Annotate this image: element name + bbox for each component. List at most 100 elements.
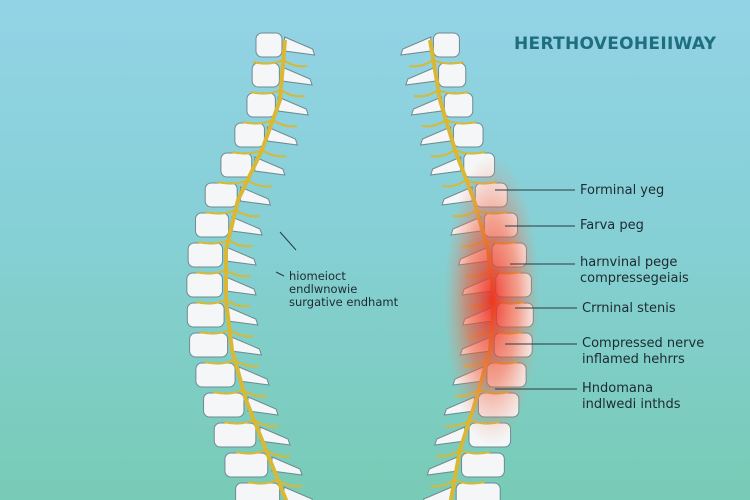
vertebra-body bbox=[194, 212, 230, 238]
nerve-root bbox=[435, 449, 461, 458]
nerve-root bbox=[250, 89, 282, 95]
nerve-root bbox=[454, 149, 486, 155]
nerve-root bbox=[235, 449, 267, 455]
nerve-root bbox=[198, 239, 229, 245]
spinous-process bbox=[422, 486, 453, 500]
nerve-root bbox=[205, 209, 236, 215]
spinous-process bbox=[434, 426, 466, 446]
spinous-process bbox=[266, 126, 299, 146]
vertebra-body bbox=[251, 62, 280, 88]
vertebra-body bbox=[234, 122, 265, 148]
nerve-root bbox=[414, 89, 439, 98]
spinous-process bbox=[231, 216, 263, 236]
spinal-cord bbox=[224, 39, 289, 500]
nerve-root bbox=[265, 449, 291, 458]
nerve-root bbox=[217, 179, 248, 185]
spinous-process bbox=[426, 456, 458, 476]
leader-line bbox=[279, 231, 297, 251]
nerve-root bbox=[195, 269, 227, 275]
nerve-root bbox=[212, 389, 244, 395]
spinous-process bbox=[400, 36, 432, 56]
vertebra-body bbox=[438, 62, 467, 88]
vertebra-body bbox=[204, 182, 238, 208]
vertebra-body bbox=[195, 362, 236, 388]
spinous-process bbox=[283, 486, 313, 500]
vertebra-body bbox=[189, 332, 229, 358]
nerve-root bbox=[421, 119, 447, 128]
leader-lines bbox=[275, 189, 577, 390]
vertebra-body bbox=[452, 122, 484, 148]
nerve-root bbox=[229, 329, 254, 338]
nerve-root bbox=[409, 59, 434, 68]
nerve-root bbox=[247, 179, 272, 188]
vertebra-body bbox=[203, 392, 245, 418]
nerve-root bbox=[442, 179, 467, 188]
nerve-root bbox=[432, 59, 464, 65]
vertebra-body bbox=[186, 272, 223, 298]
vertebra-body bbox=[213, 422, 257, 448]
spinous-process bbox=[419, 126, 451, 146]
nerve-root bbox=[280, 89, 305, 98]
left-annotation-line: endlwnowie bbox=[289, 282, 358, 296]
spinous-process bbox=[227, 306, 259, 326]
label-4: Crrninal stenis bbox=[582, 301, 676, 316]
nerve-root bbox=[253, 59, 284, 65]
nerve-root bbox=[195, 299, 227, 305]
nerve-root bbox=[242, 389, 268, 398]
nerve-root bbox=[253, 419, 279, 428]
spinous-process bbox=[277, 96, 309, 116]
nerve-root bbox=[445, 119, 477, 125]
nerve-root bbox=[459, 449, 491, 455]
left-annotation: hiomeioct endlwnowie surgative endhamt bbox=[289, 270, 398, 309]
spinous-process bbox=[281, 66, 313, 86]
nerve-root bbox=[454, 479, 485, 485]
vertebra-body bbox=[432, 32, 460, 58]
spinous-process bbox=[429, 156, 462, 176]
vertebra-body bbox=[443, 92, 474, 118]
spinous-process bbox=[238, 366, 270, 386]
nerve-root bbox=[204, 359, 236, 365]
vertebra-body bbox=[255, 32, 283, 58]
spinous-process bbox=[284, 36, 316, 56]
nerve-root bbox=[235, 209, 260, 218]
nerve-root bbox=[282, 59, 308, 68]
spinous-process bbox=[405, 66, 437, 86]
vertebra-body bbox=[224, 452, 269, 478]
left-spine bbox=[186, 32, 316, 500]
nerve-root bbox=[437, 89, 469, 95]
leader-line bbox=[275, 271, 285, 277]
nerve-root bbox=[225, 299, 251, 308]
vertebra-body bbox=[186, 302, 225, 328]
label-2: Farva peg bbox=[580, 218, 644, 233]
nerve-root bbox=[242, 119, 274, 125]
nerve-root bbox=[247, 479, 279, 485]
nerve-root bbox=[223, 419, 255, 425]
vertebra-body bbox=[187, 242, 224, 268]
nerve-root bbox=[199, 329, 230, 335]
left-annotation-line: hiomeioct bbox=[289, 269, 346, 283]
nerve-root bbox=[227, 239, 253, 248]
spinous-process bbox=[225, 246, 257, 266]
nerve-root bbox=[261, 149, 287, 158]
label-1: Forminal yeg bbox=[580, 183, 665, 198]
nerve-root bbox=[277, 479, 303, 488]
diagram-title: HERTHOVEOHEIIWAY bbox=[514, 34, 717, 54]
nerve-root bbox=[225, 269, 251, 278]
inflammation-glow bbox=[444, 155, 540, 445]
nerve-root bbox=[231, 149, 263, 155]
nerve-root bbox=[272, 119, 297, 128]
vertebra-body bbox=[220, 152, 253, 178]
vertebra-body bbox=[461, 452, 505, 478]
spinous-process bbox=[410, 96, 442, 116]
nerve-root bbox=[430, 479, 456, 488]
vertebra-body bbox=[246, 92, 276, 118]
left-annotation-line: surgative endhamt bbox=[289, 295, 399, 309]
spinous-process bbox=[230, 336, 263, 356]
nerve-root bbox=[430, 149, 456, 158]
vertebra-body bbox=[455, 482, 501, 500]
vertebra-body bbox=[235, 482, 281, 500]
